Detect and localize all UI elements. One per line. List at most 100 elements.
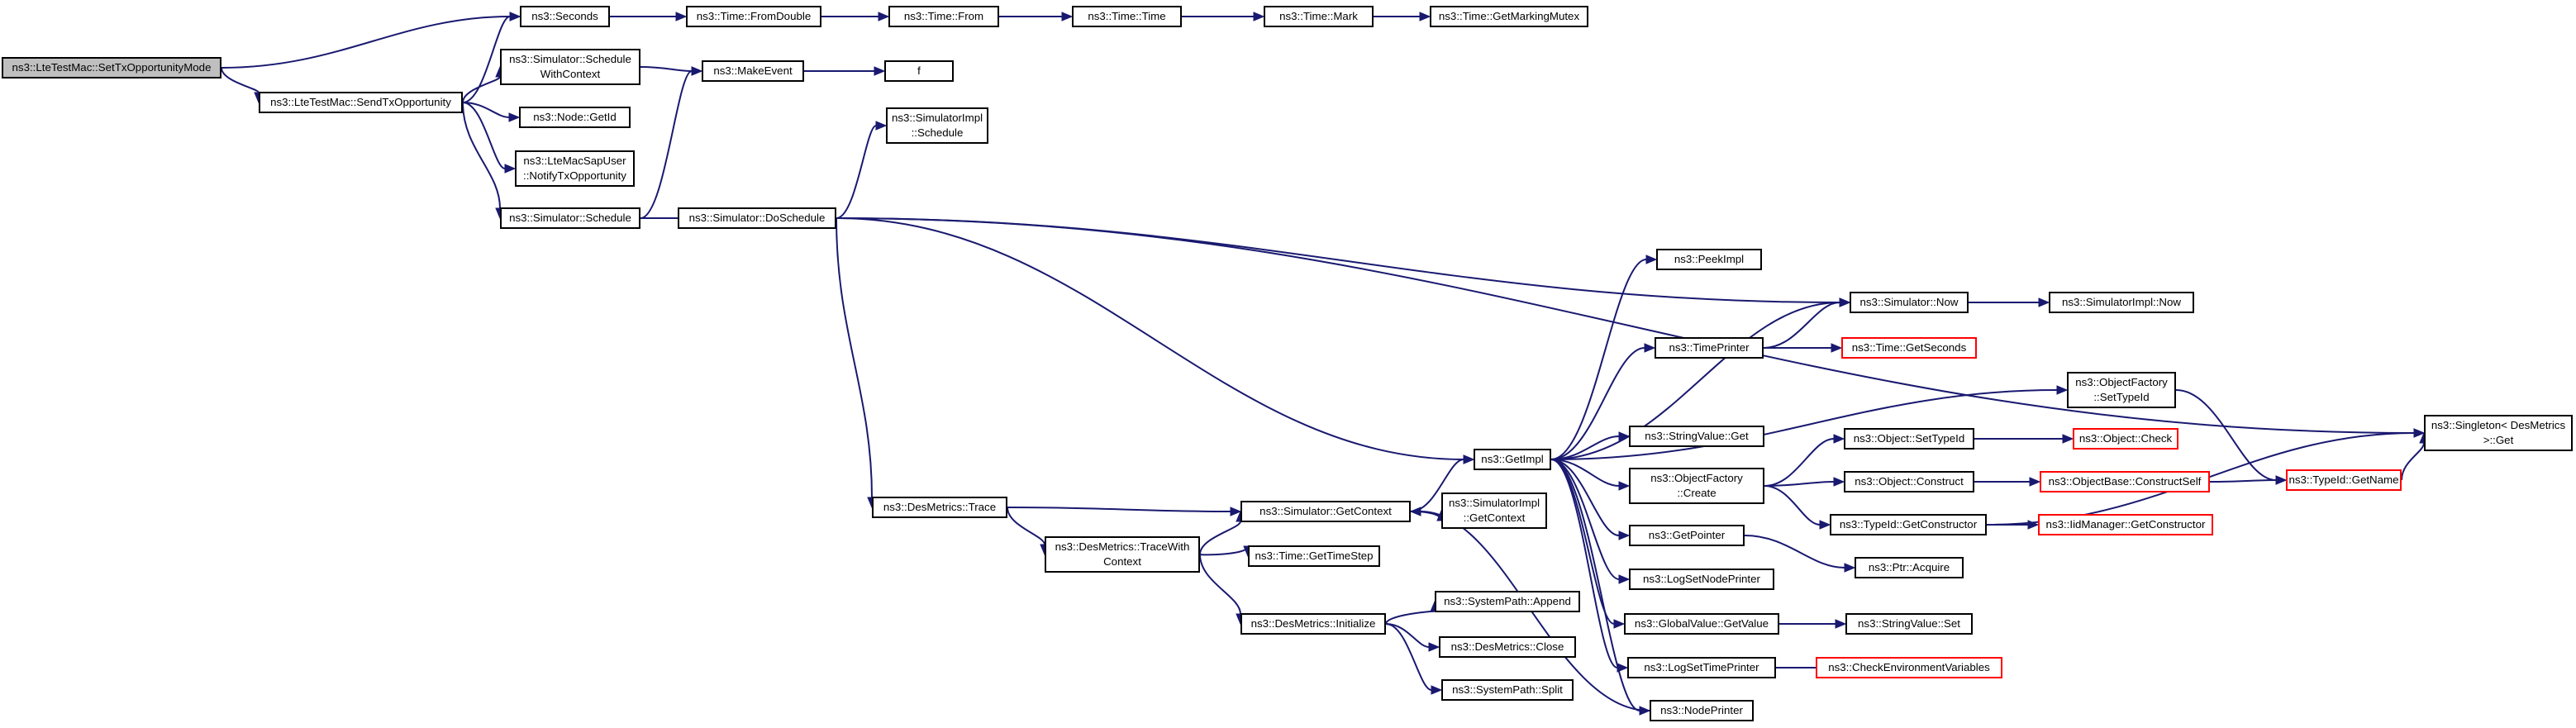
edge-n41-n43: [1385, 623, 1430, 648]
node-lte-mac-sap-user-notify-tx-opportunity[interactable]: ns3::LteMacSapUser ::NotifyTxOpportunity: [515, 150, 635, 187]
node-log-set-node-printer[interactable]: ns3::LogSetNodePrinter: [1629, 569, 1774, 590]
node-simulator-get-context[interactable]: ns3::Simulator::GetContext: [1240, 501, 1411, 522]
arrowhead-n22-n19: [1644, 343, 1656, 353]
node-type-id-get-constructor[interactable]: ns3::TypeId::GetConstructor: [1830, 514, 1987, 535]
node-des-metrics-trace-with-context[interactable]: ns3::DesMetrics::TraceWith Context: [1045, 536, 1200, 573]
arrowhead-n22-n40: [1618, 574, 1631, 584]
arrowhead-n1-n11: [508, 112, 521, 122]
node-string-value-set[interactable]: ns3::StringValue::Set: [1845, 613, 1973, 635]
arrowhead-n22-n38: [1618, 531, 1631, 540]
arrowhead-n1-n2: [509, 12, 521, 21]
edge-n1-n12: [462, 102, 506, 169]
edge-n30-n26: [2209, 479, 2277, 483]
node-get-impl[interactable]: ns3::GetImpl: [1474, 449, 1551, 470]
node-object-base-construct-self[interactable]: ns3::ObjectBase::ConstructSelf: [2040, 471, 2210, 492]
node-des-metrics-trace[interactable]: ns3::DesMetrics::Trace: [872, 497, 1007, 518]
node-type-id-get-name[interactable]: ns3::TypeId::GetName: [2286, 469, 2402, 491]
edge-n22-n21: [1550, 389, 2058, 460]
edge-n38-n39: [1744, 535, 1845, 569]
edge-n0-n1: [221, 67, 260, 93]
node-object-factory-create[interactable]: ns3::ObjectFactory ::Create: [1629, 468, 1764, 504]
arrowhead-n5-n6: [1253, 12, 1265, 21]
node-time-get-seconds[interactable]: ns3::Time::GetSeconds: [1841, 337, 1977, 359]
edge-n28-n29: [1764, 481, 1835, 487]
arrowhead-n6-n7: [1419, 12, 1431, 21]
arrowhead-n22-n21: [2056, 385, 2069, 395]
arrowhead-n28-n29: [1833, 477, 1845, 487]
node-time-printer[interactable]: ns3::TimePrinter: [1655, 337, 1764, 359]
node-object-construct[interactable]: ns3::Object::Construct: [1844, 471, 1974, 492]
node-object-set-type-id[interactable]: ns3::Object::SetTypeId: [1844, 428, 1974, 450]
node-seconds[interactable]: ns3::Seconds: [520, 6, 610, 27]
node-make-event[interactable]: ns3::MakeEvent: [702, 60, 804, 82]
edge-n22-n47: [1550, 459, 1618, 669]
node-simulator-impl-schedule[interactable]: ns3::SimulatorImpl ::Schedule: [886, 107, 988, 144]
edge-n14-n15: [836, 125, 877, 219]
node-simulator-schedule-with-context[interactable]: ns3::Simulator::Schedule WithContext: [500, 49, 640, 85]
arrowhead-n28-n24: [1833, 434, 1845, 444]
node-object-factory-set-type-id[interactable]: ns3::ObjectFactory ::SetTypeId: [2067, 372, 2176, 408]
edge-n28-n31: [1764, 485, 1821, 526]
node-node-get-id[interactable]: ns3::Node::GetId: [519, 107, 631, 128]
node-string-value-get[interactable]: ns3::StringValue::Get: [1629, 426, 1764, 447]
edge-n33-n34: [1007, 507, 1231, 512]
node-peek-impl[interactable]: ns3::PeekImpl: [1656, 249, 1762, 270]
node-time-from-double[interactable]: ns3::Time::FromDouble: [686, 6, 821, 27]
edge-n22-n17: [1550, 302, 1840, 460]
edge-n41-n42: [1385, 610, 1436, 625]
edge-n14-n27: [836, 217, 2415, 434]
node-check-environment-variables[interactable]: ns3::CheckEnvironmentVariables: [1816, 657, 2002, 678]
edge-n28-n24: [1764, 438, 1835, 487]
arrowhead-n22-n16: [1645, 255, 1658, 264]
node-f[interactable]: f: [884, 60, 954, 82]
node-des-metrics-close[interactable]: ns3::DesMetrics::Close: [1439, 636, 1576, 658]
node-system-path-split[interactable]: ns3::SystemPath::Split: [1441, 679, 1574, 701]
node-global-value-get-value[interactable]: ns3::GlobalValue::GetValue: [1624, 613, 1779, 635]
node-node-printer[interactable]: ns3::NodePrinter: [1650, 700, 1754, 721]
arrowhead-n14-n15: [875, 121, 888, 131]
node-simulator-schedule[interactable]: ns3::Simulator::Schedule: [500, 207, 640, 229]
node-get-pointer[interactable]: ns3::GetPointer: [1629, 525, 1745, 546]
node-simulator-do-schedule[interactable]: ns3::Simulator::DoSchedule: [678, 207, 836, 229]
edge-n22-n40: [1550, 459, 1620, 580]
node-singleton-des-metrics-get[interactable]: ns3::Singleton< DesMetrics >::Get: [2424, 415, 2573, 451]
edge-n22-n16: [1550, 259, 1647, 460]
node-lte-test-mac-set-tx-opportunity-mode: ns3::LteTestMac::SetTxOpportunityMode: [2, 57, 221, 79]
edge-n22-n49: [1550, 459, 1640, 711]
arrowhead-n22-n17: [1839, 297, 1851, 307]
arrowhead-n24-n25: [2062, 434, 2074, 444]
arrowhead-n22-n23: [1618, 431, 1631, 441]
node-simulator-now[interactable]: ns3::Simulator::Now: [1850, 292, 1969, 313]
edge-n1-n8: [462, 76, 501, 103]
arrowhead-n22-n45: [1613, 619, 1626, 629]
arrowhead-n3-n4: [878, 12, 890, 21]
edge-n36-n34: [1199, 521, 1241, 555]
node-time-time[interactable]: ns3::Time::Time: [1072, 6, 1182, 27]
node-des-metrics-initialize[interactable]: ns3::DesMetrics::Initialize: [1240, 613, 1386, 635]
node-ptr-acquire[interactable]: ns3::Ptr::Acquire: [1855, 557, 1964, 578]
node-object-check[interactable]: ns3::Object::Check: [2073, 428, 2178, 450]
arrowhead-n22-n28: [1618, 481, 1631, 491]
node-time-from[interactable]: ns3::Time::From: [888, 6, 999, 27]
arrowhead-n34-n22: [1463, 454, 1475, 464]
edge-n22-n38: [1550, 459, 1620, 536]
arrowhead-n28-n31: [1819, 520, 1831, 530]
node-time-mark[interactable]: ns3::Time::Mark: [1264, 6, 1374, 27]
node-simulator-impl-now[interactable]: ns3::SimulatorImpl::Now: [2049, 292, 2194, 313]
arrowhead-n2-n3: [675, 12, 688, 21]
arrowhead-n31-n27: [2413, 428, 2426, 438]
edge-n36-n37: [1199, 545, 1249, 556]
edge-n33-n36: [1007, 507, 1045, 545]
node-time-get-time-step[interactable]: ns3::Time::GetTimeStep: [1248, 545, 1380, 567]
node-system-path-append[interactable]: ns3::SystemPath::Append: [1435, 591, 1580, 612]
node-lte-test-mac-send-tx-opportunity[interactable]: ns3::LteTestMac::SendTxOpportunity: [259, 92, 463, 113]
edge-n14-n22: [836, 217, 1464, 460]
node-time-get-marking-mutex[interactable]: ns3::Time::GetMarkingMutex: [1430, 6, 1588, 27]
node-log-set-time-printer[interactable]: ns3::LogSetTimePrinter: [1627, 657, 1776, 678]
arrowhead-n1-n12: [504, 164, 517, 174]
arrowhead-n41-n44: [1431, 685, 1443, 695]
edge-n22-n19: [1550, 347, 1645, 460]
node-iid-manager-get-constructor[interactable]: ns3::IidManager::GetConstructor: [2038, 514, 2213, 535]
edge-n21-n26: [2175, 389, 2277, 481]
node-simulator-impl-get-context[interactable]: ns3::SimulatorImpl ::GetContext: [1441, 492, 1547, 529]
